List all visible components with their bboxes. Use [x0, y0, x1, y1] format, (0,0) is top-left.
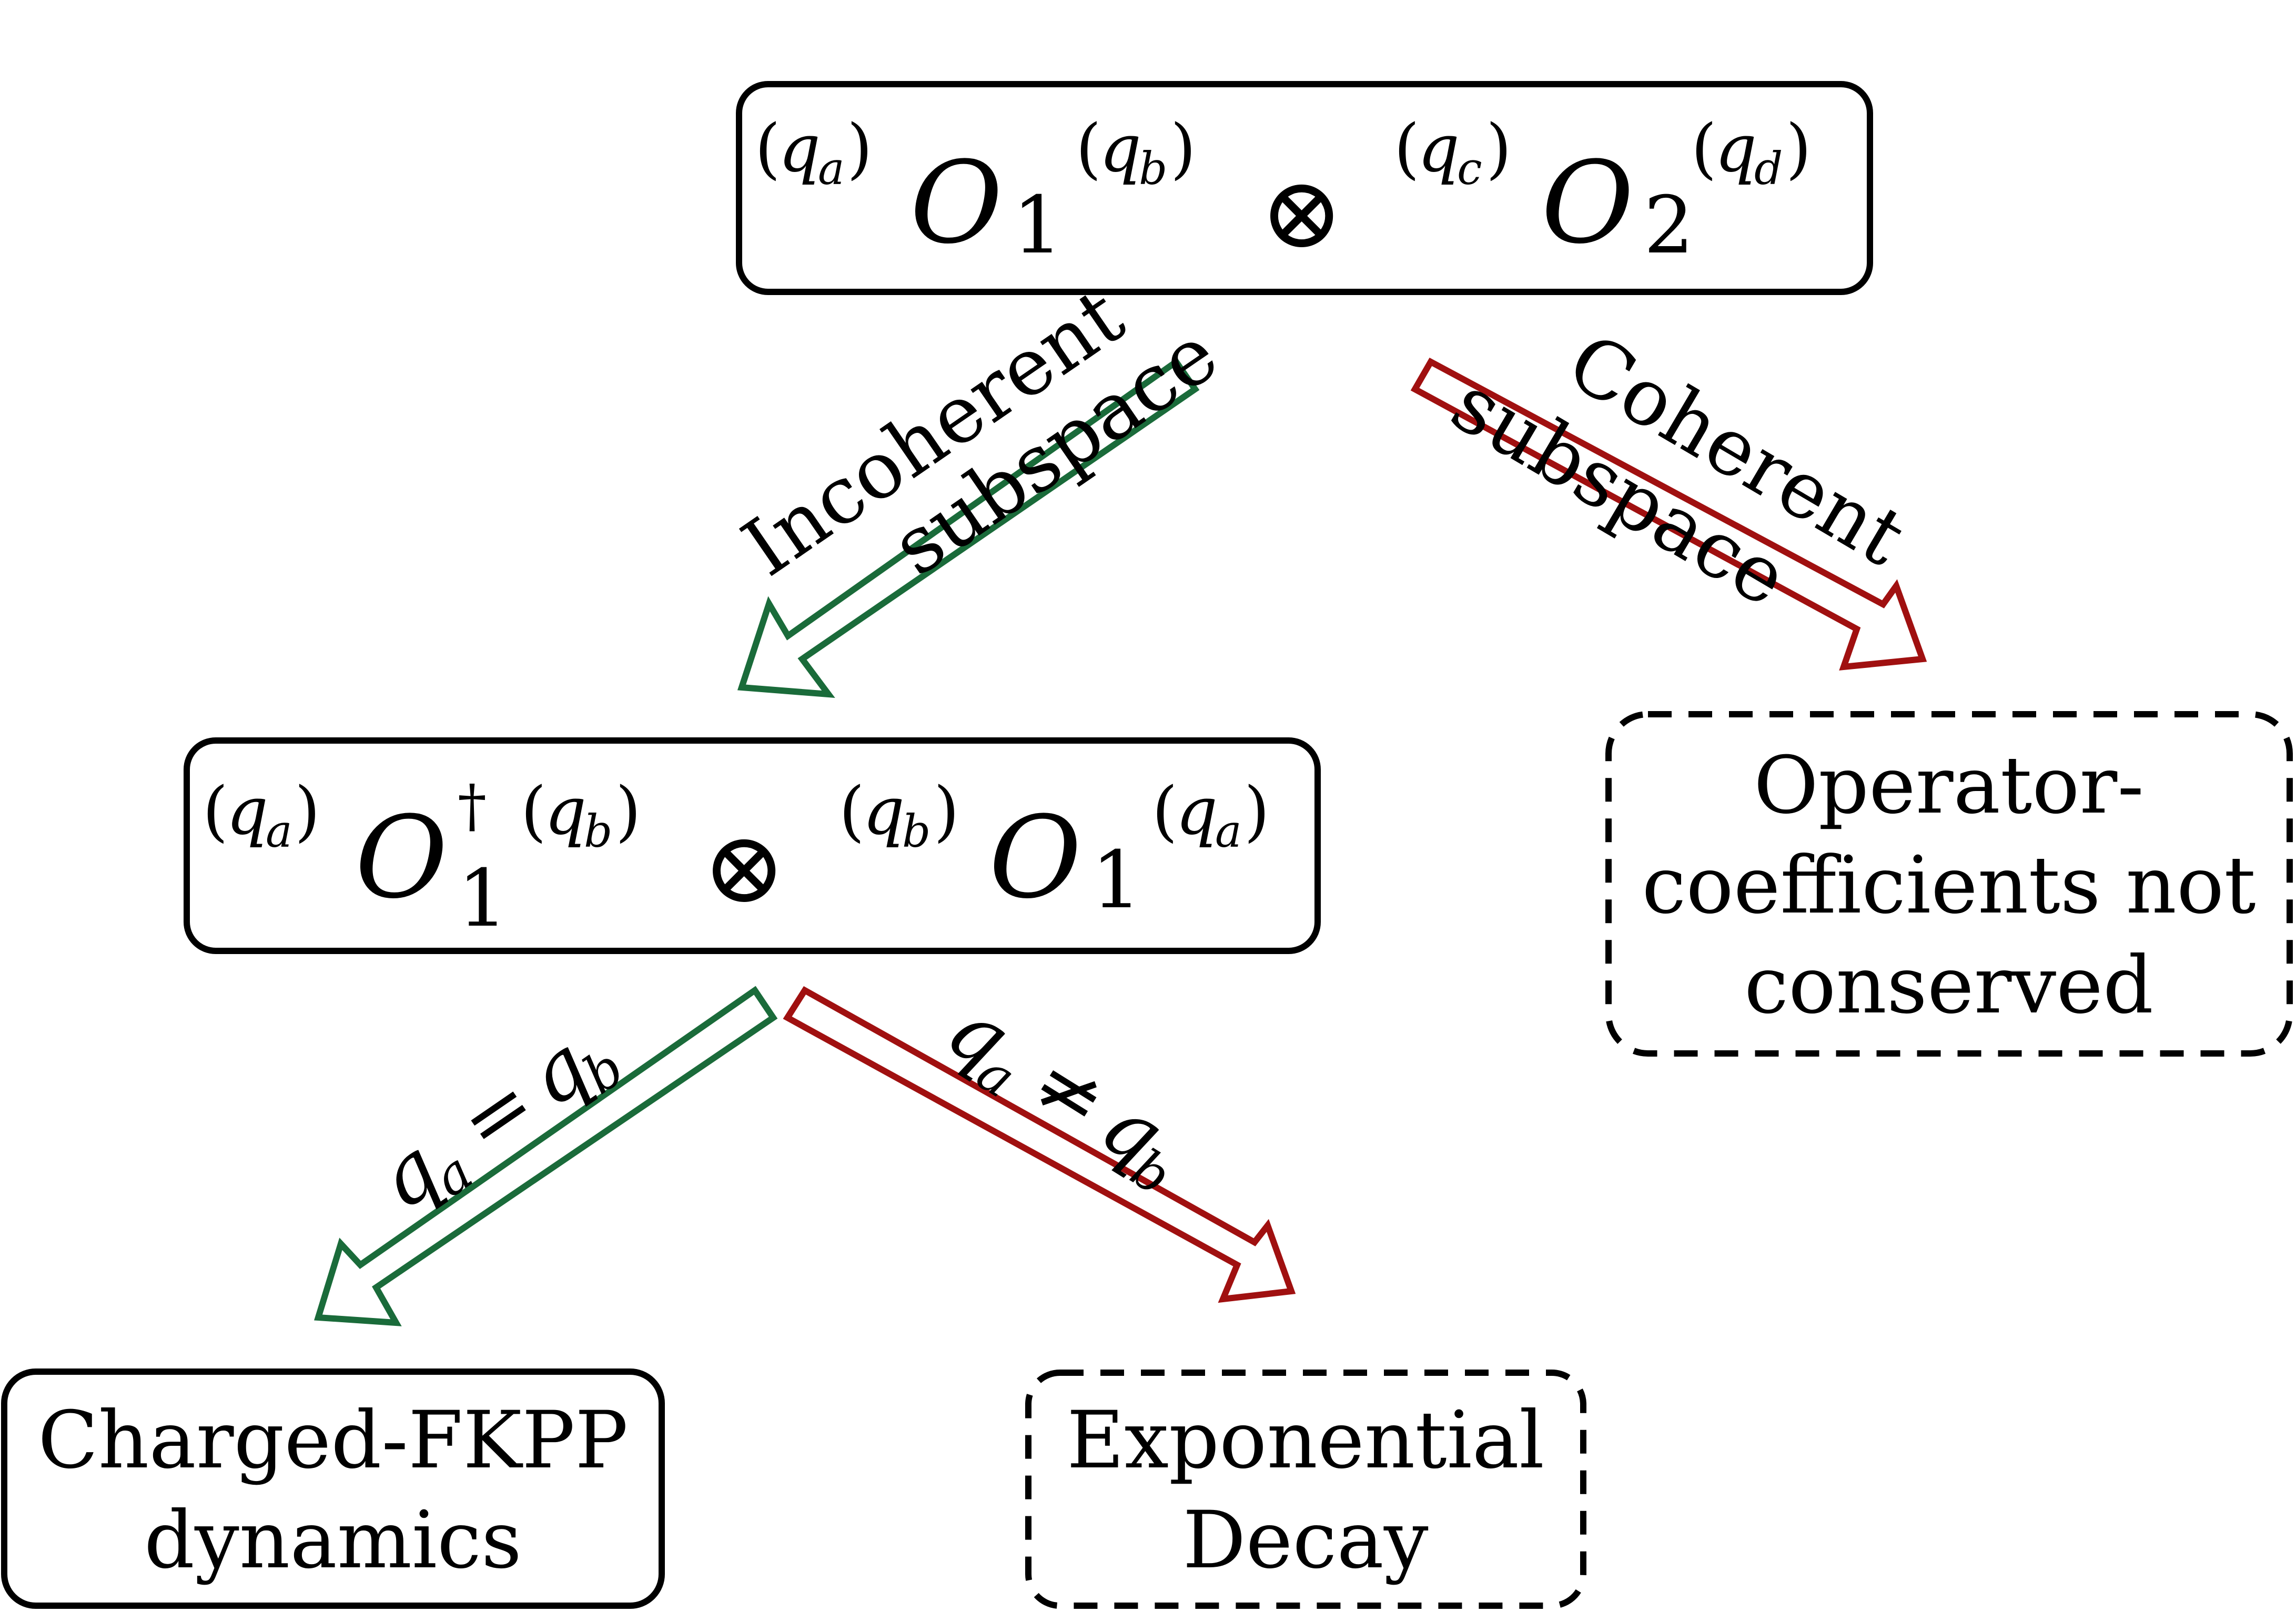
top-op1: O — [910, 137, 1003, 269]
middle-qb-left: q — [544, 773, 586, 849]
middle-otimes-symbol: ⊗ — [702, 809, 786, 926]
svg-text:(: ( — [1152, 773, 1178, 849]
top-op2-sub: 2 — [1644, 180, 1694, 271]
svg-text:): ) — [1786, 110, 1812, 187]
middle-operator-expression: ( q a ) O † 1 ( q b ) ⊗ ( q b ) O 1 ( q — [203, 772, 1270, 945]
middle-qa-right: q — [1176, 773, 1218, 849]
top-qa-sub: a — [818, 143, 845, 195]
svg-text:(: ( — [839, 773, 865, 849]
top-qb: q — [1099, 110, 1141, 187]
decay-line2: Decay — [1182, 1495, 1428, 1586]
top-op2: O — [1541, 137, 1634, 269]
top-operator-expression: ( q a ) O 1 ( q b ) ⊗ ( q c ) O 2 ( q d — [755, 110, 1812, 271]
svg-text:): ) — [615, 773, 641, 849]
middle-operator-box: ( q a ) O † 1 ( q b ) ⊗ ( q b ) O 1 ( q — [184, 737, 1321, 954]
svg-text:): ) — [1244, 773, 1270, 849]
svg-text:): ) — [934, 773, 959, 849]
middle-qb-left-sub: b — [584, 806, 612, 858]
svg-text:(: ( — [203, 773, 228, 849]
middle-op1: O — [355, 792, 448, 924]
charged-fkpp-dynamics-box: Charged-FKPP dynamics — [1, 1368, 665, 1609]
incoherent-arrow — [737, 357, 1200, 698]
fkpp-line1: Charged-FKPP — [38, 1395, 628, 1486]
svg-text:): ) — [1486, 110, 1512, 187]
top-op1-sub: 1 — [1013, 180, 1063, 271]
svg-text:(: ( — [1691, 110, 1717, 187]
decay-line1: Exponential — [1067, 1395, 1544, 1486]
coefficients-not-conserved-box: Operator- coefficients not conserved — [1605, 711, 2293, 1057]
fkpp-line2: dynamics — [144, 1495, 522, 1586]
middle-qa-left: q — [226, 773, 268, 849]
incoherent-label: Incoherent subspace — [727, 270, 1234, 594]
top-qd-sub: d — [1754, 143, 1783, 195]
coherent-arrow — [1410, 357, 1927, 671]
middle-op1-sub: 1 — [458, 853, 508, 945]
middle-op2-sub: 1 — [1091, 835, 1141, 926]
unequal-charge-arrow — [783, 986, 1296, 1303]
top-qc-sub: c — [1457, 143, 1482, 195]
coherent-result-line3: conserved — [1744, 940, 2153, 1031]
top-otimes-symbol: ⊗ — [1260, 155, 1343, 271]
svg-text:(: ( — [1076, 110, 1101, 187]
top-qd: q — [1715, 110, 1757, 187]
middle-op2: O — [989, 792, 1081, 924]
svg-text:(: ( — [1394, 110, 1420, 187]
top-qc: q — [1418, 110, 1460, 187]
coherent-result-line1: Operator- — [1754, 740, 2144, 832]
coherent-result-line2: coefficients not — [1642, 840, 2255, 931]
top-qa: q — [778, 110, 821, 187]
middle-qa-right-sub: a — [1215, 806, 1242, 858]
middle-op1-dagger: † — [458, 772, 487, 839]
top-operator-box: ( q a ) O 1 ( q b ) ⊗ ( q c ) O 2 ( q d — [736, 81, 1873, 295]
middle-qa-left-sub: a — [266, 806, 292, 858]
svg-text:(: ( — [755, 110, 781, 187]
svg-text:): ) — [295, 773, 320, 849]
svg-text:): ) — [847, 110, 873, 187]
top-qb-sub: b — [1139, 143, 1167, 195]
exponential-decay-box: Exponential Decay — [1025, 1370, 1586, 1609]
svg-text:(: ( — [521, 773, 547, 849]
svg-text:): ) — [1170, 110, 1196, 187]
middle-qb-right: q — [863, 773, 905, 849]
middle-qb-right-sub: b — [902, 806, 930, 858]
equal-charge-arrow — [314, 986, 778, 1326]
